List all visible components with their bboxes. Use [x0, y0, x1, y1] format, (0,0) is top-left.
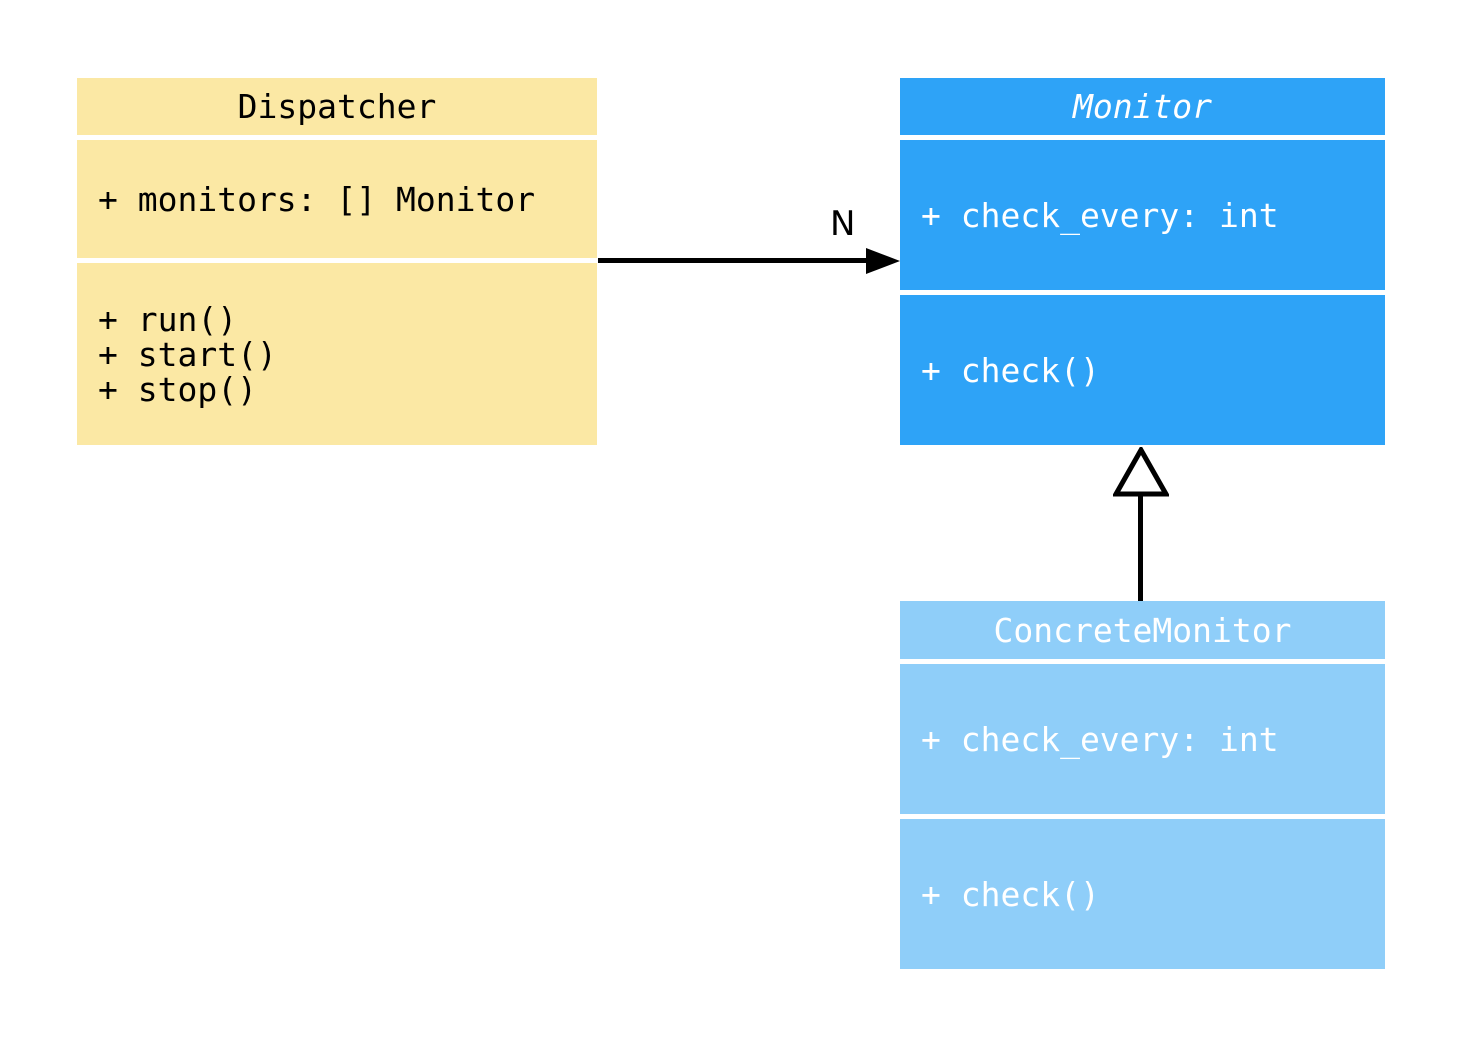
inheritance-triangle-icon: [1113, 447, 1169, 497]
class-method: + stop(): [98, 369, 257, 409]
class-box-concrete-monitor: ConcreteMonitor + check_every: int + che…: [900, 601, 1385, 969]
class-method: + check(): [921, 350, 1100, 390]
class-methods-monitor: + check(): [900, 295, 1385, 445]
class-title-label: ConcreteMonitor: [993, 610, 1292, 650]
association-line: [598, 258, 868, 263]
association-arrowhead-icon: [866, 248, 900, 274]
class-method: + check(): [921, 874, 1100, 914]
class-title-label: Monitor: [1072, 87, 1213, 126]
class-method: + start(): [98, 334, 277, 374]
class-box-dispatcher: Dispatcher + monitors: [] Monitor + run(…: [77, 78, 597, 445]
class-attributes-monitor: + check_every: int: [900, 140, 1385, 290]
class-title-label: Dispatcher: [237, 87, 437, 126]
association-multiplicity-label: N: [830, 204, 856, 244]
class-method: + run(): [98, 299, 238, 339]
class-attribute: + check_every: int: [921, 195, 1279, 235]
class-methods-dispatcher: + run() + start() + stop(): [77, 263, 597, 445]
class-attribute: + check_every: int: [921, 719, 1279, 759]
class-attributes-dispatcher: + monitors: [] Monitor: [77, 140, 597, 258]
class-title-dispatcher: Dispatcher: [77, 78, 597, 135]
class-methods-concrete-monitor: + check(): [900, 819, 1385, 969]
class-box-monitor: Monitor + check_every: int + check(): [900, 78, 1385, 445]
inheritance-line: [1138, 492, 1143, 601]
class-title-monitor: Monitor: [900, 78, 1385, 135]
class-title-concrete-monitor: ConcreteMonitor: [900, 601, 1385, 659]
class-attribute: + monitors: [] Monitor: [98, 179, 536, 219]
class-attributes-concrete-monitor: + check_every: int: [900, 664, 1385, 814]
